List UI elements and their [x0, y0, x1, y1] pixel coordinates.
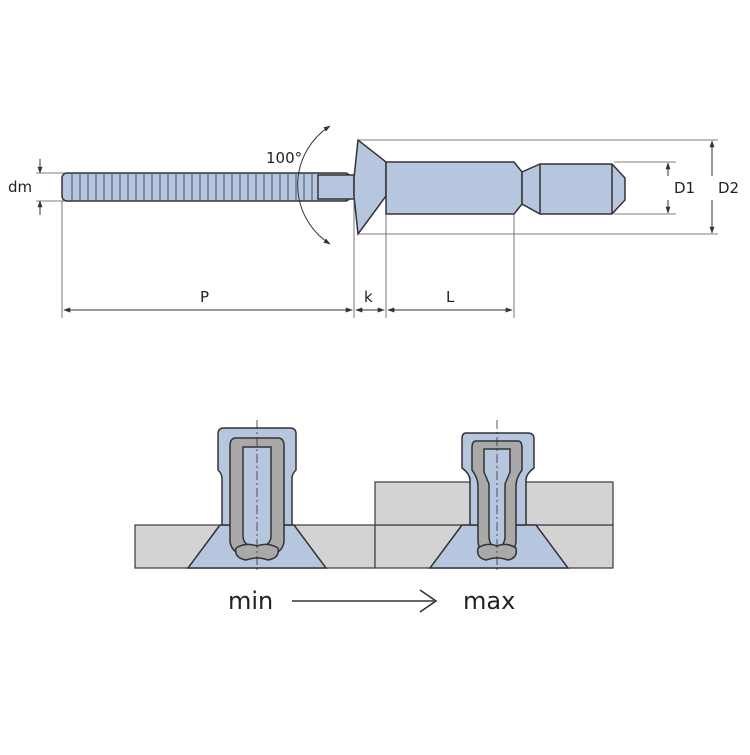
- installed-rivet-min: [134, 420, 376, 570]
- d2-dimension: D2: [358, 139, 739, 235]
- min-label: min: [228, 587, 273, 615]
- rivet-body: [385, 161, 523, 215]
- countersunk-head: [353, 138, 387, 237]
- installed-rivet-max: [374, 420, 614, 570]
- k-label: k: [364, 288, 373, 306]
- d1-label: D1: [674, 179, 695, 197]
- d2-label: D2: [718, 179, 739, 197]
- l-label: L: [446, 288, 455, 306]
- p-label: P: [200, 288, 209, 306]
- length-dimensions: P k L: [61, 196, 515, 318]
- head-angle-dimension: 100°: [266, 125, 331, 245]
- dm-label: dm: [8, 178, 32, 196]
- max-label: max: [463, 587, 515, 615]
- dm-dimension: dm: [8, 159, 64, 215]
- rivet-tail: [521, 163, 626, 215]
- mandrel-threads: [71, 174, 313, 200]
- min-to-max-arrow: [292, 589, 438, 613]
- rivet-side-view: dm 100° D1 D2: [8, 125, 739, 318]
- mandrel-stem: [61, 172, 355, 202]
- angle-label: 100°: [266, 149, 302, 167]
- d1-dimension: D1: [614, 161, 695, 215]
